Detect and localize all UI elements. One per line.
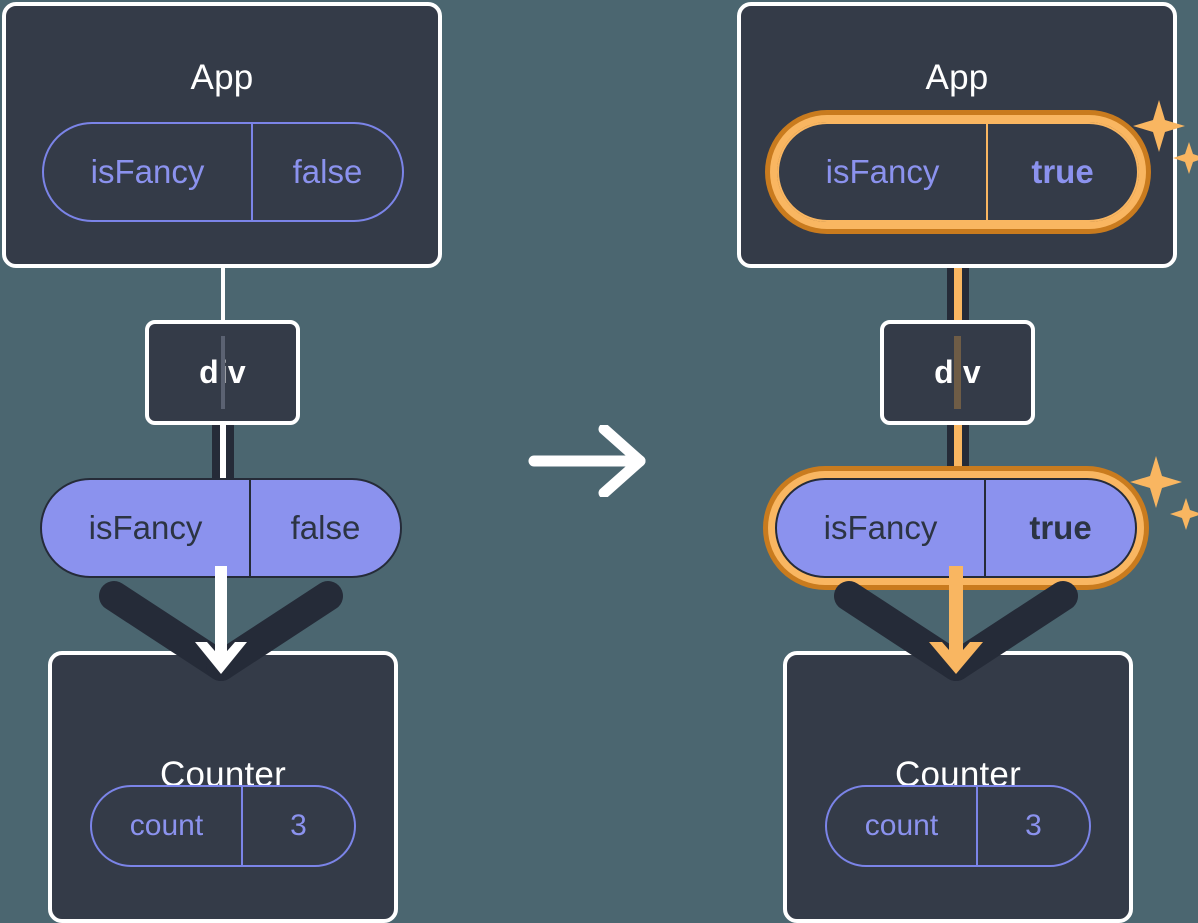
connector-app-to-div-core — [954, 218, 962, 326]
passed-prop-pill[interactable]: isFancy false — [40, 478, 402, 578]
connector-app-to-div — [221, 266, 225, 326]
panel-after: App isFancy true div isFancy true — [675, 0, 1198, 923]
connector-inside-div — [221, 336, 225, 409]
app-prop-value: true — [986, 124, 1137, 220]
app-prop-pill-highlighted[interactable]: isFancy true — [777, 122, 1139, 222]
app-prop-pill[interactable]: isFancy false — [42, 122, 404, 222]
counter-state-value: 3 — [241, 787, 354, 865]
connector-inside-div — [954, 336, 961, 409]
counter-state-key: count — [864, 809, 939, 842]
arrow-down-to-counter — [825, 566, 1087, 682]
connector-div-to-prop-core — [220, 420, 226, 492]
counter-state-pill[interactable]: count 3 — [90, 785, 356, 867]
passed-prop-pill-highlighted[interactable]: isFancy true — [775, 478, 1137, 578]
connector-div-to-prop-core — [954, 420, 962, 492]
app-title: App — [925, 58, 989, 97]
counter-state-key: count — [129, 809, 204, 842]
panel-before: App isFancy false div isFancy false — [0, 0, 480, 923]
app-prop-key: isFancy — [90, 153, 205, 190]
counter-state-value: 3 — [976, 787, 1089, 865]
passed-prop-key: isFancy — [823, 509, 938, 546]
arrow-right-icon — [528, 425, 656, 497]
arrow-core-white — [195, 566, 247, 674]
app-prop-key: isFancy — [825, 153, 940, 190]
arrow-down-to-counter — [90, 566, 352, 682]
app-prop-value: false — [251, 124, 402, 220]
passed-prop-value: false — [249, 480, 400, 576]
passed-prop-value: true — [984, 480, 1135, 576]
passed-prop-key: isFancy — [88, 509, 203, 546]
sparkle-icon — [1130, 452, 1198, 536]
app-title: App — [190, 58, 254, 97]
arrow-core-orange — [929, 566, 983, 674]
counter-state-pill[interactable]: count 3 — [825, 785, 1091, 867]
